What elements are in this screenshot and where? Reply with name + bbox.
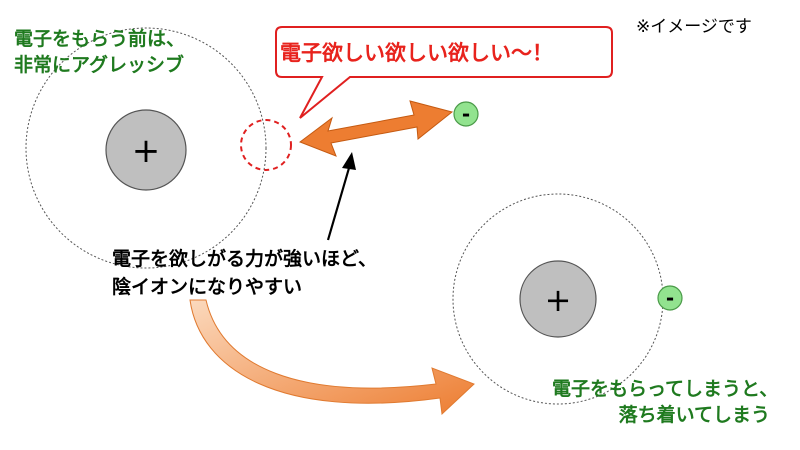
right-atom-caption-line-2: 落ち着いてしまう [618, 404, 770, 426]
speech-bubble-text: 電子欲しい欲しい欲しい～！ [280, 41, 553, 65]
free-electron-symbol: - [462, 102, 470, 126]
empty-electron-slot [240, 119, 292, 171]
speech-bubble [275, 26, 613, 119]
left-atom-caption: 電子をもらう前は、 非常にアグレッシブ [14, 26, 185, 78]
explanation-text: 電子を欲しがる力が強いほど、 陰イオンになりやすい [112, 245, 377, 301]
right-atom-nucleus [519, 260, 597, 338]
free-electron [453, 101, 479, 127]
pointer-arrow-shaft [326, 167, 351, 241]
image-note: ※イメージです [636, 17, 752, 37]
left-atom-caption-line-1: 電子をもらう前は、 [14, 28, 186, 50]
captured-electron [657, 285, 683, 311]
explanation-line-2: 陰イオンになりやすい [112, 276, 303, 298]
right-atom-caption: 電子をもらってしまうと、 落ち着いてしまう [552, 376, 779, 428]
left-atom-nucleus [105, 109, 187, 191]
captured-electron-symbol: - [666, 286, 674, 310]
left-atom-caption-line-2: 非常にアグレッシブ [14, 54, 185, 76]
left-nucleus-symbol: + [132, 131, 161, 171]
attraction-double-arrow [298, 100, 454, 157]
right-nucleus-symbol: + [545, 281, 572, 319]
left-atom-orbit [25, 27, 267, 269]
transition-curved-arrow [189, 299, 475, 416]
pointer-arrow-head [342, 152, 356, 170]
explanation-line-1: 電子を欲しがる力が強いほど、 [112, 248, 378, 270]
right-atom-caption-line-1: 電子をもらってしまうと、 [552, 378, 779, 400]
